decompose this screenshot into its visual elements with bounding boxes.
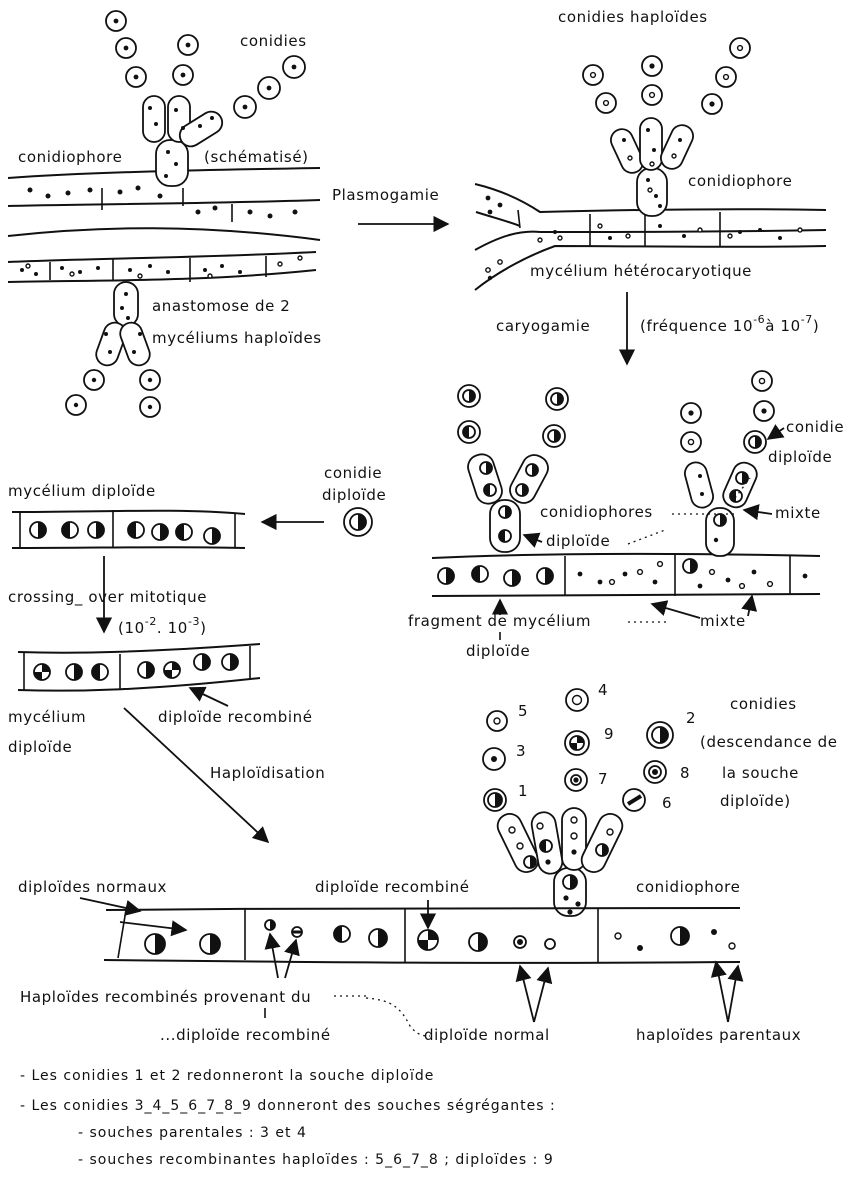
label-conidiophore-hetero: conidiophore xyxy=(688,172,792,190)
label-freq2-close: ) xyxy=(200,619,206,637)
label-conidie-right: conidie xyxy=(786,418,844,436)
label-descendance-2: la souche xyxy=(722,764,799,782)
label-freq-exp2: -7 xyxy=(801,313,813,326)
label-freq2-a: (10 xyxy=(118,619,145,637)
label-schematise: (schématisé) xyxy=(204,148,309,166)
numbered-conidia xyxy=(483,689,673,811)
label-conidie-mid: conidie xyxy=(324,464,382,482)
label-conidies-haploides: conidies haploïdes xyxy=(558,8,708,26)
label-haploides-recombines: Haploïdes recombinés provenant du xyxy=(20,988,311,1006)
label-freq2-exp1: -2 xyxy=(145,615,157,628)
label-haploides-parentaux: haploïdes parentaux xyxy=(636,1026,801,1044)
heterocaryotic-panel: conidies haploïdes conidiophore mycélium… xyxy=(475,8,826,290)
label-num-2: 2 xyxy=(686,709,696,727)
label-diploide-recombine-2: diploïde recombiné xyxy=(315,878,470,896)
label-diploides-normaux: diploïdes normaux xyxy=(18,878,167,896)
haploidised-mycelium-panel: diploïdes normaux diploïde recombiné con… xyxy=(18,878,801,1044)
haploid-mycelia-panel: conidies conidiophore (schématisé) anast… xyxy=(8,11,322,417)
label-conidiophores: conidiophores xyxy=(540,503,653,521)
label-freq-exp1: -6 xyxy=(753,313,765,326)
label-num-8: 8 xyxy=(680,764,690,782)
label-mycelium-diploide: mycélium diploïde xyxy=(8,482,156,500)
label-diploide-l: diploïde xyxy=(8,738,72,756)
label-mixte-2: mixte xyxy=(700,612,746,630)
label-num-1: 1 xyxy=(518,782,528,800)
label-diploide-mid: diploïde xyxy=(322,486,386,504)
label-conidiophore: conidiophore xyxy=(18,148,122,166)
label-anastomose-1: anastomose de 2 xyxy=(152,297,290,315)
svg-text:(10-2. 10-3): (10-2. 10-3) xyxy=(118,615,207,637)
label-conidies-bottom: conidies xyxy=(730,695,797,713)
label-diploide-normal: diploïde normal xyxy=(424,1026,550,1044)
label-freq2-b: . 10 xyxy=(157,619,188,637)
label-caryogamie: caryogamie xyxy=(496,317,590,335)
label-diploide-2: diploïde xyxy=(546,532,610,550)
label-conidiophore-bottom: conidiophore xyxy=(636,878,740,896)
label-frequence: (fréquence 10 xyxy=(640,317,753,335)
label-freq-close: ) xyxy=(813,317,819,335)
label-plasmogamie: Plasmogamie xyxy=(332,186,439,204)
label-freq-a: à 10 xyxy=(765,317,800,335)
label-mycelium-l: mycélium xyxy=(8,708,86,726)
label-descendance-3: diploïde) xyxy=(720,792,791,810)
label-num-4: 4 xyxy=(598,681,608,699)
label-freq2-exp2: -3 xyxy=(188,615,200,628)
label-num-9: 9 xyxy=(604,725,614,743)
diploid-mycelium-panel: mycélium diploïde conidie diploïde cross… xyxy=(8,464,386,842)
label-mycelium-heterocaryotique: mycélium hétérocaryotique xyxy=(530,262,752,280)
label-diploide-recombine-3: ...diploïde recombiné xyxy=(160,1026,331,1044)
label-diploide-right: diploïde xyxy=(768,448,832,466)
caryogamie-step: caryogamie (fréquence 10-6à 10-7) xyxy=(496,292,819,364)
label-diploide-recombine: diploïde recombiné xyxy=(158,708,313,726)
label-mixte-1: mixte xyxy=(775,504,821,522)
mixed-mycelium-panel: conidie diploïde conidiophores mixte dip… xyxy=(408,371,844,660)
label-descendance-1: (descendance de xyxy=(700,733,838,751)
label-crossing-over: crossing_ over mitotique xyxy=(8,588,207,607)
label-num-5: 5 xyxy=(518,702,528,720)
label-num-7: 7 xyxy=(598,770,608,788)
label-diploide-3: diploïde xyxy=(466,642,530,660)
plasmogamie-step: Plasmogamie xyxy=(332,186,448,224)
label-num-3: 3 xyxy=(516,742,526,760)
label-anastomose-2: mycéliums haploïdes xyxy=(152,329,322,347)
label-conidies-top: conidies xyxy=(240,32,307,50)
label-haploidisation: Haploïdisation xyxy=(210,764,325,782)
svg-text:(fréquence 10-6à 10-7): (fréquence 10-6à 10-7) xyxy=(640,313,819,335)
label-num-6: 6 xyxy=(662,794,672,812)
